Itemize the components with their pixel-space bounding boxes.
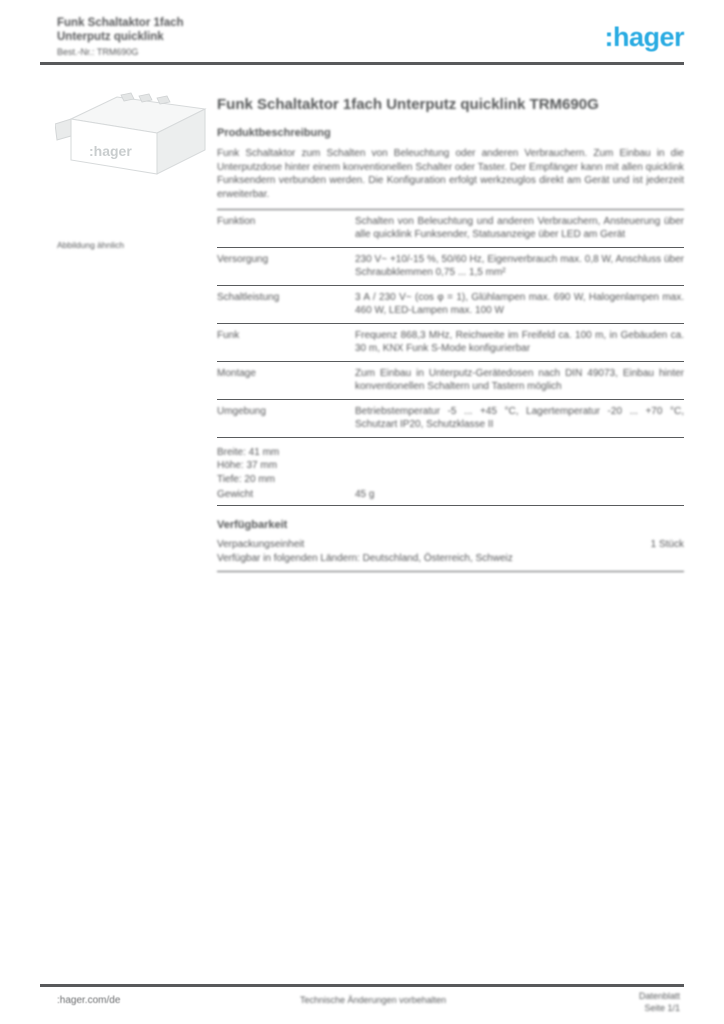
device-clip-1	[120, 92, 135, 102]
attribute-row: Funktion Schalten von Beleuchtung und an…	[217, 210, 684, 249]
dimension-height: Höhe: 37 mm	[217, 460, 278, 472]
footer-note: Technische Änderungen vorbehalten	[300, 995, 447, 1005]
attribute-value: Schalten von Beleuchtung und anderen Ver…	[355, 216, 684, 241]
device-cable-clamp	[54, 118, 72, 141]
footer-page-info: Datenblatt Seite 1/1	[639, 990, 680, 1014]
header-product-name-line1: Funk Schaltaktor 1fach	[57, 17, 184, 29]
main-content: Funk Schaltaktor 1fach Unterputz quickli…	[217, 96, 684, 572]
attribute-value: Frequenz 868,3 MHz, Reichweite im Freife…	[355, 330, 684, 355]
availability-unit-value: 1 Stück	[650, 538, 684, 550]
attribute-label: Versorgung	[217, 254, 269, 266]
device-clip-2	[138, 93, 153, 103]
attribute-value: Betriebstemperatur -5 ... +45 °C, Lagert…	[355, 406, 684, 431]
product-photo-illustration: :hager	[54, 92, 207, 175]
attribute-row: Montage Zum Einbau in Unterputz-Gerätedo…	[217, 362, 684, 401]
availability-unit-label: Verpackungseinheit	[217, 538, 305, 550]
availability-heading: Verfügbarkeit	[217, 518, 288, 531]
attribute-label: Funktion	[217, 216, 256, 228]
hager-logo: :hager	[604, 22, 684, 52]
product-photo: :hager	[54, 84, 213, 178]
weight-value: 45 g	[355, 488, 375, 500]
dimension-depth: Tiefe: 20 mm	[217, 473, 275, 485]
attribute-row: Funk Frequenz 868,3 MHz, Reichweite im F…	[217, 324, 684, 363]
photo-caption: Abbildung ähnlich	[57, 240, 125, 250]
header-order-number: Best.-Nr.: TRM690G	[57, 47, 139, 58]
device-clip-3	[156, 95, 171, 105]
attribute-row: Versorgung 230 V~ +10/-15 %, 50/60 Hz, E…	[217, 248, 684, 287]
attribute-label: Umgebung	[217, 406, 266, 418]
attribute-label: Funk	[217, 330, 240, 342]
description-text: Funk Schaltaktor zum Schalten von Beleuc…	[217, 147, 684, 211]
footer-page-line1: Datenblatt	[638, 991, 680, 1001]
footer-page-line2: Seite 1/1	[644, 1003, 680, 1014]
header-product-name-line2: Unterputz quicklink	[57, 30, 164, 43]
header-divider	[40, 62, 684, 65]
weight-row: Gewicht 45 g	[217, 486, 684, 506]
attribute-label: Montage	[217, 368, 256, 380]
weight-label: Gewicht	[217, 488, 254, 500]
page-title: Funk Schaltaktor 1fach Unterputz quickli…	[217, 96, 599, 113]
header-product-block: Funk Schaltaktor 1fach Unterputz quickli…	[57, 17, 184, 58]
dimension-width: Breite: 41 mm	[217, 447, 280, 459]
footer-website-link[interactable]: :hager.com/de	[57, 995, 121, 1006]
attribute-value: 230 V~ +10/-15 %, 50/60 Hz, Eigenverbrau…	[355, 254, 684, 279]
description-heading: Produktbeschreibung	[217, 127, 331, 140]
attribute-label: Schaltleistung	[217, 292, 280, 304]
footer-divider	[40, 984, 684, 987]
attribute-value: 3 A / 230 V~ (cos φ = 1), Glühlampen max…	[355, 292, 684, 317]
attribute-row: Schaltleistung 3 A / 230 V~ (cos φ = 1),…	[217, 286, 684, 325]
device-brand-label: :hager	[89, 143, 132, 159]
availability-countries: Verfügbar in folgenden Ländern: Deutschl…	[217, 550, 684, 572]
device-right-face	[156, 108, 206, 175]
dimensions-block: Breite: 41 mm Höhe: 37 mm Tiefe: 20 mm	[217, 446, 684, 486]
attribute-value: Zum Einbau in Unterputz-Gerätedosen nach…	[355, 368, 684, 393]
availability-unit-row: Verpackungseinheit 1 Stück	[217, 539, 684, 550]
attribute-row: Umgebung Betriebstemperatur -5 ... +45 °…	[217, 400, 684, 439]
